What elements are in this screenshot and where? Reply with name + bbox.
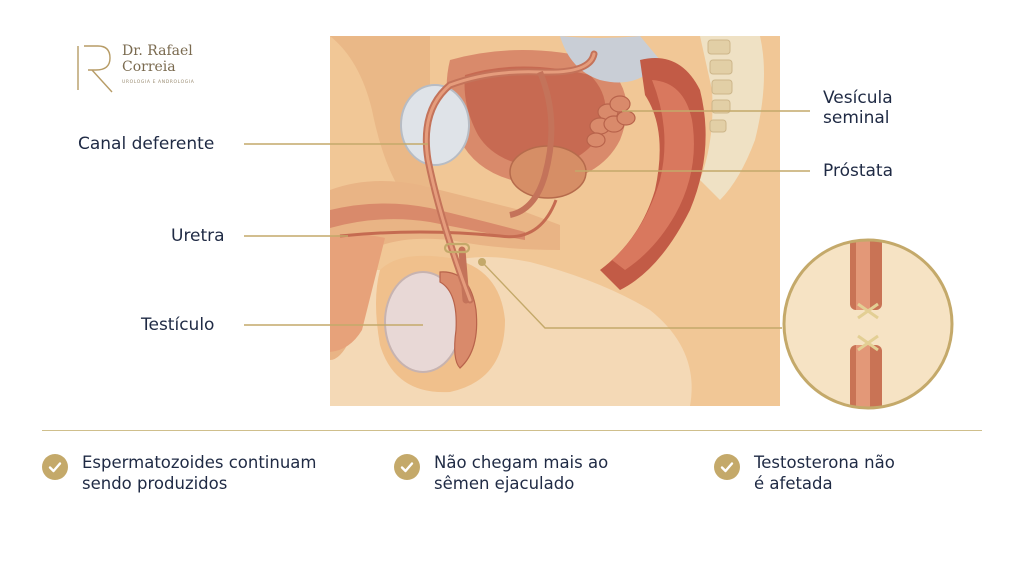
- anatomy-body: [330, 36, 780, 406]
- feature-item-2: Não chegam mais ao sêmen ejaculado: [394, 452, 714, 494]
- feature-3-line1: Testosterona não: [754, 452, 994, 473]
- feature-2-line1: Não chegam mais ao: [434, 452, 714, 473]
- label-vesicula-line1: Vesícula: [823, 88, 893, 108]
- anatomy-illustration: [0, 0, 1024, 430]
- feature-text-2: Não chegam mais ao sêmen ejaculado: [434, 452, 714, 494]
- label-uretra: Uretra: [171, 226, 225, 246]
- check-icon: [394, 454, 420, 480]
- feature-1-line2: sendo produzidos: [82, 473, 362, 494]
- feature-item-1: Espermatozoides continuam sendo produzid…: [42, 452, 362, 494]
- feature-2-line2: sêmen ejaculado: [434, 473, 714, 494]
- label-vesicula-seminal: Vesícula seminal: [823, 88, 893, 128]
- label-testiculo: Testículo: [141, 315, 214, 335]
- zoom-inset: [784, 230, 952, 425]
- label-vesicula-line2: seminal: [823, 108, 893, 128]
- feature-1-line1: Espermatozoides continuam: [82, 452, 362, 473]
- feature-text-1: Espermatozoides continuam sendo produzid…: [82, 452, 362, 494]
- feature-text-3: Testosterona não é afetada: [754, 452, 994, 494]
- feature-3-line2: é afetada: [754, 473, 994, 494]
- check-icon: [714, 454, 740, 480]
- label-prostata: Próstata: [823, 161, 893, 181]
- feature-item-3: Testosterona não é afetada: [714, 452, 994, 494]
- label-canal-deferente: Canal deferente: [78, 134, 214, 154]
- divider: [42, 430, 982, 431]
- check-icon: [42, 454, 68, 480]
